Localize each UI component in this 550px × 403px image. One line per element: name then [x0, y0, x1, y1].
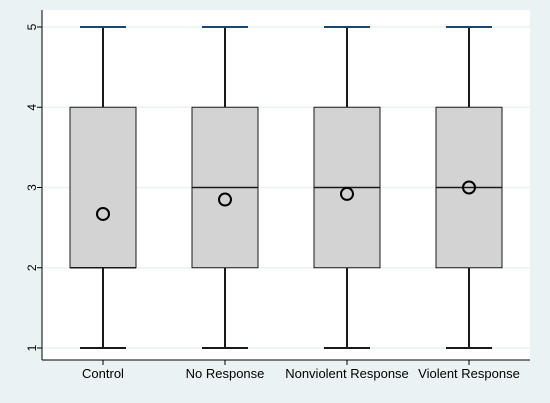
x-tick-label-nonviolent-response: Nonviolent Response — [285, 366, 409, 381]
box-nonviolent-response — [313, 26, 381, 349]
y-tick-label-4: 4 — [25, 104, 39, 111]
x-tick-label-control: Control — [82, 366, 124, 381]
y-tick-label-3: 3 — [25, 184, 39, 191]
mean-marker-control — [96, 206, 110, 221]
y-tick-label-5: 5 — [25, 23, 39, 30]
y-tick-label-2: 2 — [25, 264, 39, 271]
box-violent-response — [435, 26, 503, 349]
mean-marker-violent-response — [462, 180, 476, 195]
y-axis: 1 2 3 4 5 — [25, 10, 43, 360]
box-no-response — [191, 26, 259, 349]
mean-marker-nonviolent-response — [340, 186, 354, 201]
x-axis: Control No Response Nonviolent Response Vio… — [42, 359, 530, 381]
iqr-box-control — [69, 106, 137, 269]
boxes — [69, 26, 503, 349]
box-control — [69, 26, 137, 349]
x-tick-label-no-response: No Response — [186, 366, 265, 381]
x-tick-label-violent-response: Violent Response — [418, 366, 520, 381]
y-tick-label-1: 1 — [25, 344, 39, 351]
mean-marker-no-response — [218, 192, 232, 207]
